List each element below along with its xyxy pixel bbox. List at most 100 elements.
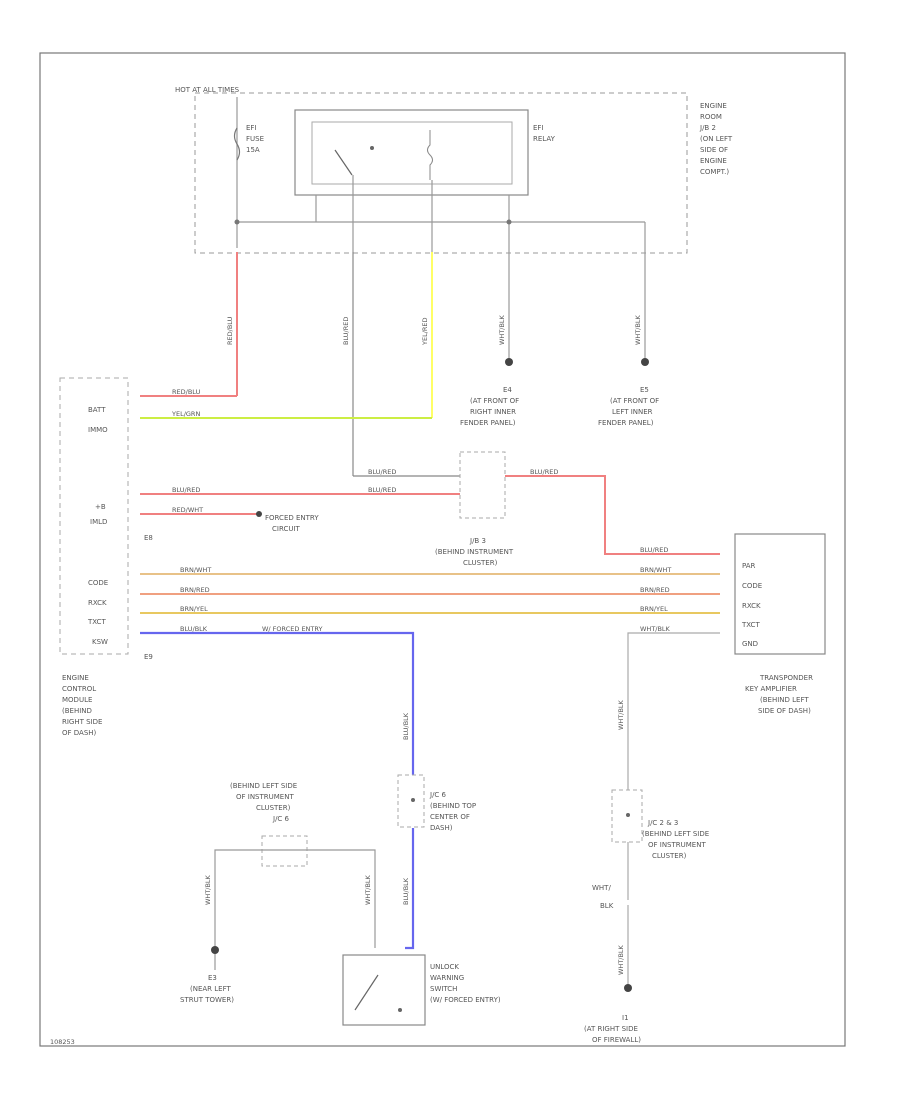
ecm-label-2: CONTROL [62, 685, 96, 693]
label-wht-blk-e4: WHT/BLK [498, 314, 506, 345]
unlock-label-2: WARNING [430, 974, 464, 982]
jb2-label-5: SIDE OF [700, 146, 728, 154]
label-wht-blk-l2: WHT/BLK [617, 944, 625, 975]
label-brn-yel-r: BRN/YEL [640, 605, 668, 613]
ground-i-icon [624, 984, 632, 992]
ecm-pin-rxck: RXCK [88, 599, 107, 607]
jb2-label-7: COMPT.) [700, 168, 729, 176]
ground-e4-3: RIGHT INNER [470, 408, 516, 416]
label-blu-red-v: BLU/RED [342, 317, 350, 345]
wht1-label: WHT/ [592, 884, 611, 892]
ecm-label-5: RIGHT SIDE [62, 718, 102, 726]
relay-label-1: EFI [533, 124, 544, 132]
ecm-pin-b: +B [95, 503, 106, 511]
wire-gnd-wht-blk [627, 632, 720, 790]
ecm-connector-e8: E8 [144, 534, 153, 542]
label-blu-blk-v2: BLU/BLK [402, 877, 410, 905]
jc-left-label-3: CLUSTER) [256, 804, 291, 812]
jb2-label-6: ENGINE [700, 157, 727, 165]
jb3-label-2: (BEHIND INSTRUMENT [435, 548, 514, 556]
jc-left-label-2: OF INSTRUMENT [236, 793, 294, 801]
label-wht-blk-l3: WHT/BLK [364, 874, 372, 905]
unlock-switch-icon [354, 974, 379, 1011]
label-red-blu-h: RED/BLU [172, 388, 201, 396]
jc23-label-3: OF INSTRUMENT [648, 841, 706, 849]
ground-e4-icon [505, 358, 513, 366]
unlock-label-3: SWITCH [430, 985, 457, 993]
blk-label: BLK [600, 902, 614, 910]
footer-code: 108253 [50, 1038, 75, 1046]
jc6-label-1: J/C 6 [429, 791, 447, 799]
fuse-icon [233, 127, 241, 161]
fuse-label-1: EFI [246, 124, 257, 132]
tp-pin-rxck: RXCK [742, 602, 761, 610]
ecm-connector-e9: E9 [144, 653, 153, 661]
relay-switch-icon [334, 149, 353, 176]
forced-entry-1: FORCED ENTRY [265, 514, 319, 522]
fuse-label-2: FUSE [246, 135, 264, 143]
ground-e4-2: (AT FRONT OF [470, 397, 519, 405]
transponder-label-1: TRANSPONDER [759, 674, 813, 682]
efi-relay-box [294, 109, 529, 196]
relay-coil-icon [427, 130, 433, 180]
jc6-label-4: DASH) [430, 824, 453, 832]
label-brn-wht: BRN/WHT [180, 566, 211, 574]
ecm-pin-batt: BATT [88, 406, 106, 414]
jc23-label-4: CLUSTER) [652, 852, 687, 860]
engine-room-jb-box [194, 92, 688, 254]
transponder-label-4: SIDE OF DASH) [758, 707, 811, 715]
label-brn-wht-r: BRN/WHT [640, 566, 671, 574]
tp-pin-par: PAR [742, 562, 756, 570]
fuse-label-3: 15A [246, 146, 260, 154]
wire-jb3-to-transponder [505, 475, 720, 555]
unlock-switch-box [342, 954, 426, 1026]
jb2-label-4: (ON LEFT [700, 135, 733, 143]
ecm-pin-imld: IMLD [90, 518, 107, 526]
hot-at-all-times-label: HOT AT ALL TIMES [175, 86, 240, 94]
jc23-junction [626, 813, 630, 817]
jb2-label-2: ROOM [700, 113, 722, 121]
ecm-label-6: OF DASH) [62, 729, 97, 737]
label-blu-red-h3: BLU/RED [530, 468, 558, 476]
wire-blu-blk-lower [405, 828, 415, 950]
label-wht-blk-l1: WHT/BLK [204, 874, 212, 905]
ecm-pin-txct: TXCT [87, 618, 106, 626]
jc-left-box [261, 835, 308, 867]
label-brn-yel: BRN/YEL [180, 605, 208, 613]
ground-e3-3: STRUT TOWER) [180, 996, 234, 1004]
tp-pin-code: CODE [742, 582, 762, 590]
label-blu-blk-v: BLU/BLK [402, 712, 410, 740]
unlock-switch-contact [398, 1008, 402, 1012]
jc6-junction [411, 798, 415, 802]
jc-left-label-1: (BEHIND LEFT SIDE [230, 782, 297, 790]
ground-e4-1: E4 [503, 386, 512, 394]
ecm-pin-code: CODE [88, 579, 108, 587]
ground-e5-3: LEFT INNER [612, 408, 653, 416]
tp-pin-gnd: GND [742, 640, 758, 648]
transponder-box [734, 533, 826, 655]
jb3-label-1: J/B 3 [469, 537, 486, 545]
relay-inner-box [311, 121, 513, 185]
ground-e4-4: FENDER PANEL) [460, 419, 516, 427]
label-yel-red-v: YEL/RED [421, 317, 429, 346]
ground-e5-icon [641, 358, 649, 366]
junction-dot [506, 219, 512, 225]
relay-contact-icon [370, 146, 374, 150]
label-red-blu-v: RED/BLU [226, 316, 234, 345]
label-w-forced-entry: W/ FORCED ENTRY [262, 625, 322, 633]
junction-dot [234, 219, 240, 225]
label-yel-grn: YEL/GRN [171, 410, 200, 418]
wire-ksw-blu-blk [140, 631, 415, 775]
ground-i-3: OF FIREWALL) [592, 1036, 641, 1044]
ground-e5-2: (AT FRONT OF [610, 397, 659, 405]
label-blu-red-h1: BLU/RED [368, 468, 396, 476]
jc6-box [397, 774, 425, 828]
label-blu-red-h2b: BLU/RED [368, 486, 396, 494]
ecm-pin-immo: IMMO [88, 426, 108, 434]
ground-e3-1: E3 [208, 974, 217, 982]
ground-e5-1: E5 [640, 386, 649, 394]
transponder-label-2: KEY AMPLIFIER [745, 685, 797, 693]
tp-pin-txct: TXCT [741, 621, 760, 629]
ecm-label-4: (BEHIND [62, 707, 92, 715]
